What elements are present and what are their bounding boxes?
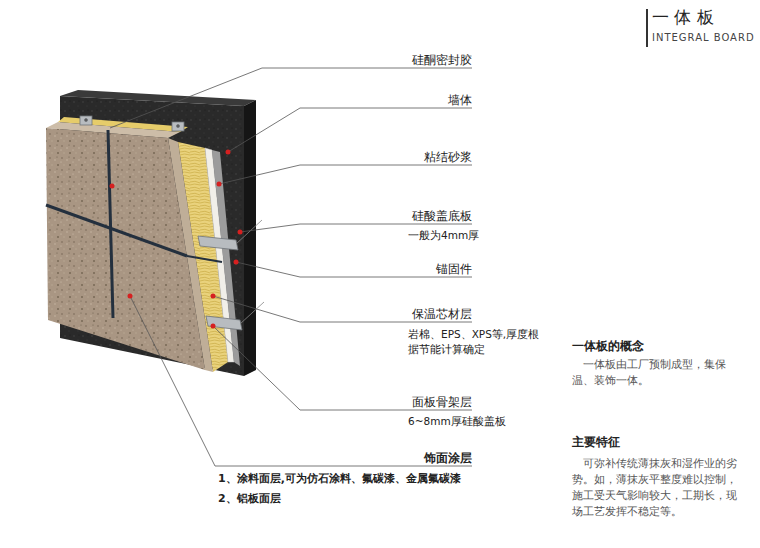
callout-dot xyxy=(211,294,216,299)
leader-lines xyxy=(110,68,472,466)
callout-dot xyxy=(238,230,243,235)
part-label: 锚固件 xyxy=(436,261,472,278)
title-subtitle: INTEGRAL BOARD xyxy=(652,31,755,46)
anchors xyxy=(80,116,264,330)
callout-dot xyxy=(110,184,115,189)
anchor-pin xyxy=(236,220,262,244)
part-label: 墙体 xyxy=(448,92,472,109)
part-note: 一般为4mm厚 xyxy=(408,228,479,243)
anchor-bracket xyxy=(206,316,242,330)
anchor-bolt xyxy=(85,119,88,122)
part-label: 硅酮密封胶 xyxy=(412,52,472,69)
part-label: 饰面涂层 xyxy=(424,450,472,467)
anchor-plate xyxy=(172,122,184,131)
section-heading: 一体板的概念 xyxy=(572,338,644,355)
page-title: 一 体 板 xyxy=(652,5,714,30)
title-bar xyxy=(646,9,648,47)
section-heading: 主要特征 xyxy=(572,434,620,451)
finish-option: 2、铝板面层 xyxy=(218,491,281,507)
leader-line xyxy=(219,165,472,184)
callout-dots xyxy=(110,150,243,329)
part-label: 粘结砂浆 xyxy=(424,149,472,166)
leader-line xyxy=(110,68,472,128)
panel-layers xyxy=(46,117,240,372)
section-body: 一体板由工厂预制成型，集保温、装饰一体。 xyxy=(572,357,744,389)
stone-face xyxy=(46,128,205,370)
leader-line xyxy=(213,296,472,322)
callout-dot xyxy=(226,150,231,155)
part-label: 保温芯材层 xyxy=(412,306,472,323)
anchor-bracket xyxy=(198,236,238,250)
part-note: 6~8mm厚硅酸盖板 xyxy=(408,414,506,429)
vertical-seam xyxy=(108,130,113,318)
anchor-bolt xyxy=(177,125,180,128)
section-body: 可弥补传统薄抹灰和湿作业的劣势。如，薄抹灰平整度难以控制，施工受天气影响较大，工… xyxy=(572,456,744,520)
horizontal-seam xyxy=(46,205,187,256)
horizontal-seam xyxy=(187,256,222,262)
anchor-plate xyxy=(80,116,92,125)
finish-option: 1、涂料面层,可为仿石涂料、氟碳漆、金属氟碳漆 xyxy=(218,471,461,487)
leader-line xyxy=(236,262,472,277)
callout-dot xyxy=(128,294,133,299)
callout-dot xyxy=(217,182,222,187)
leader-line xyxy=(130,296,472,466)
leader-line xyxy=(228,108,472,152)
callout-dot xyxy=(234,260,239,265)
callout-dot xyxy=(211,324,216,329)
part-label: 硅酸盖底板 xyxy=(412,208,472,225)
panel-seams xyxy=(46,130,222,318)
part-label: 面板骨架层 xyxy=(412,394,472,411)
part-note: 岩棉、EPS、XPS等,厚度根据节能计算确定 xyxy=(408,327,540,357)
